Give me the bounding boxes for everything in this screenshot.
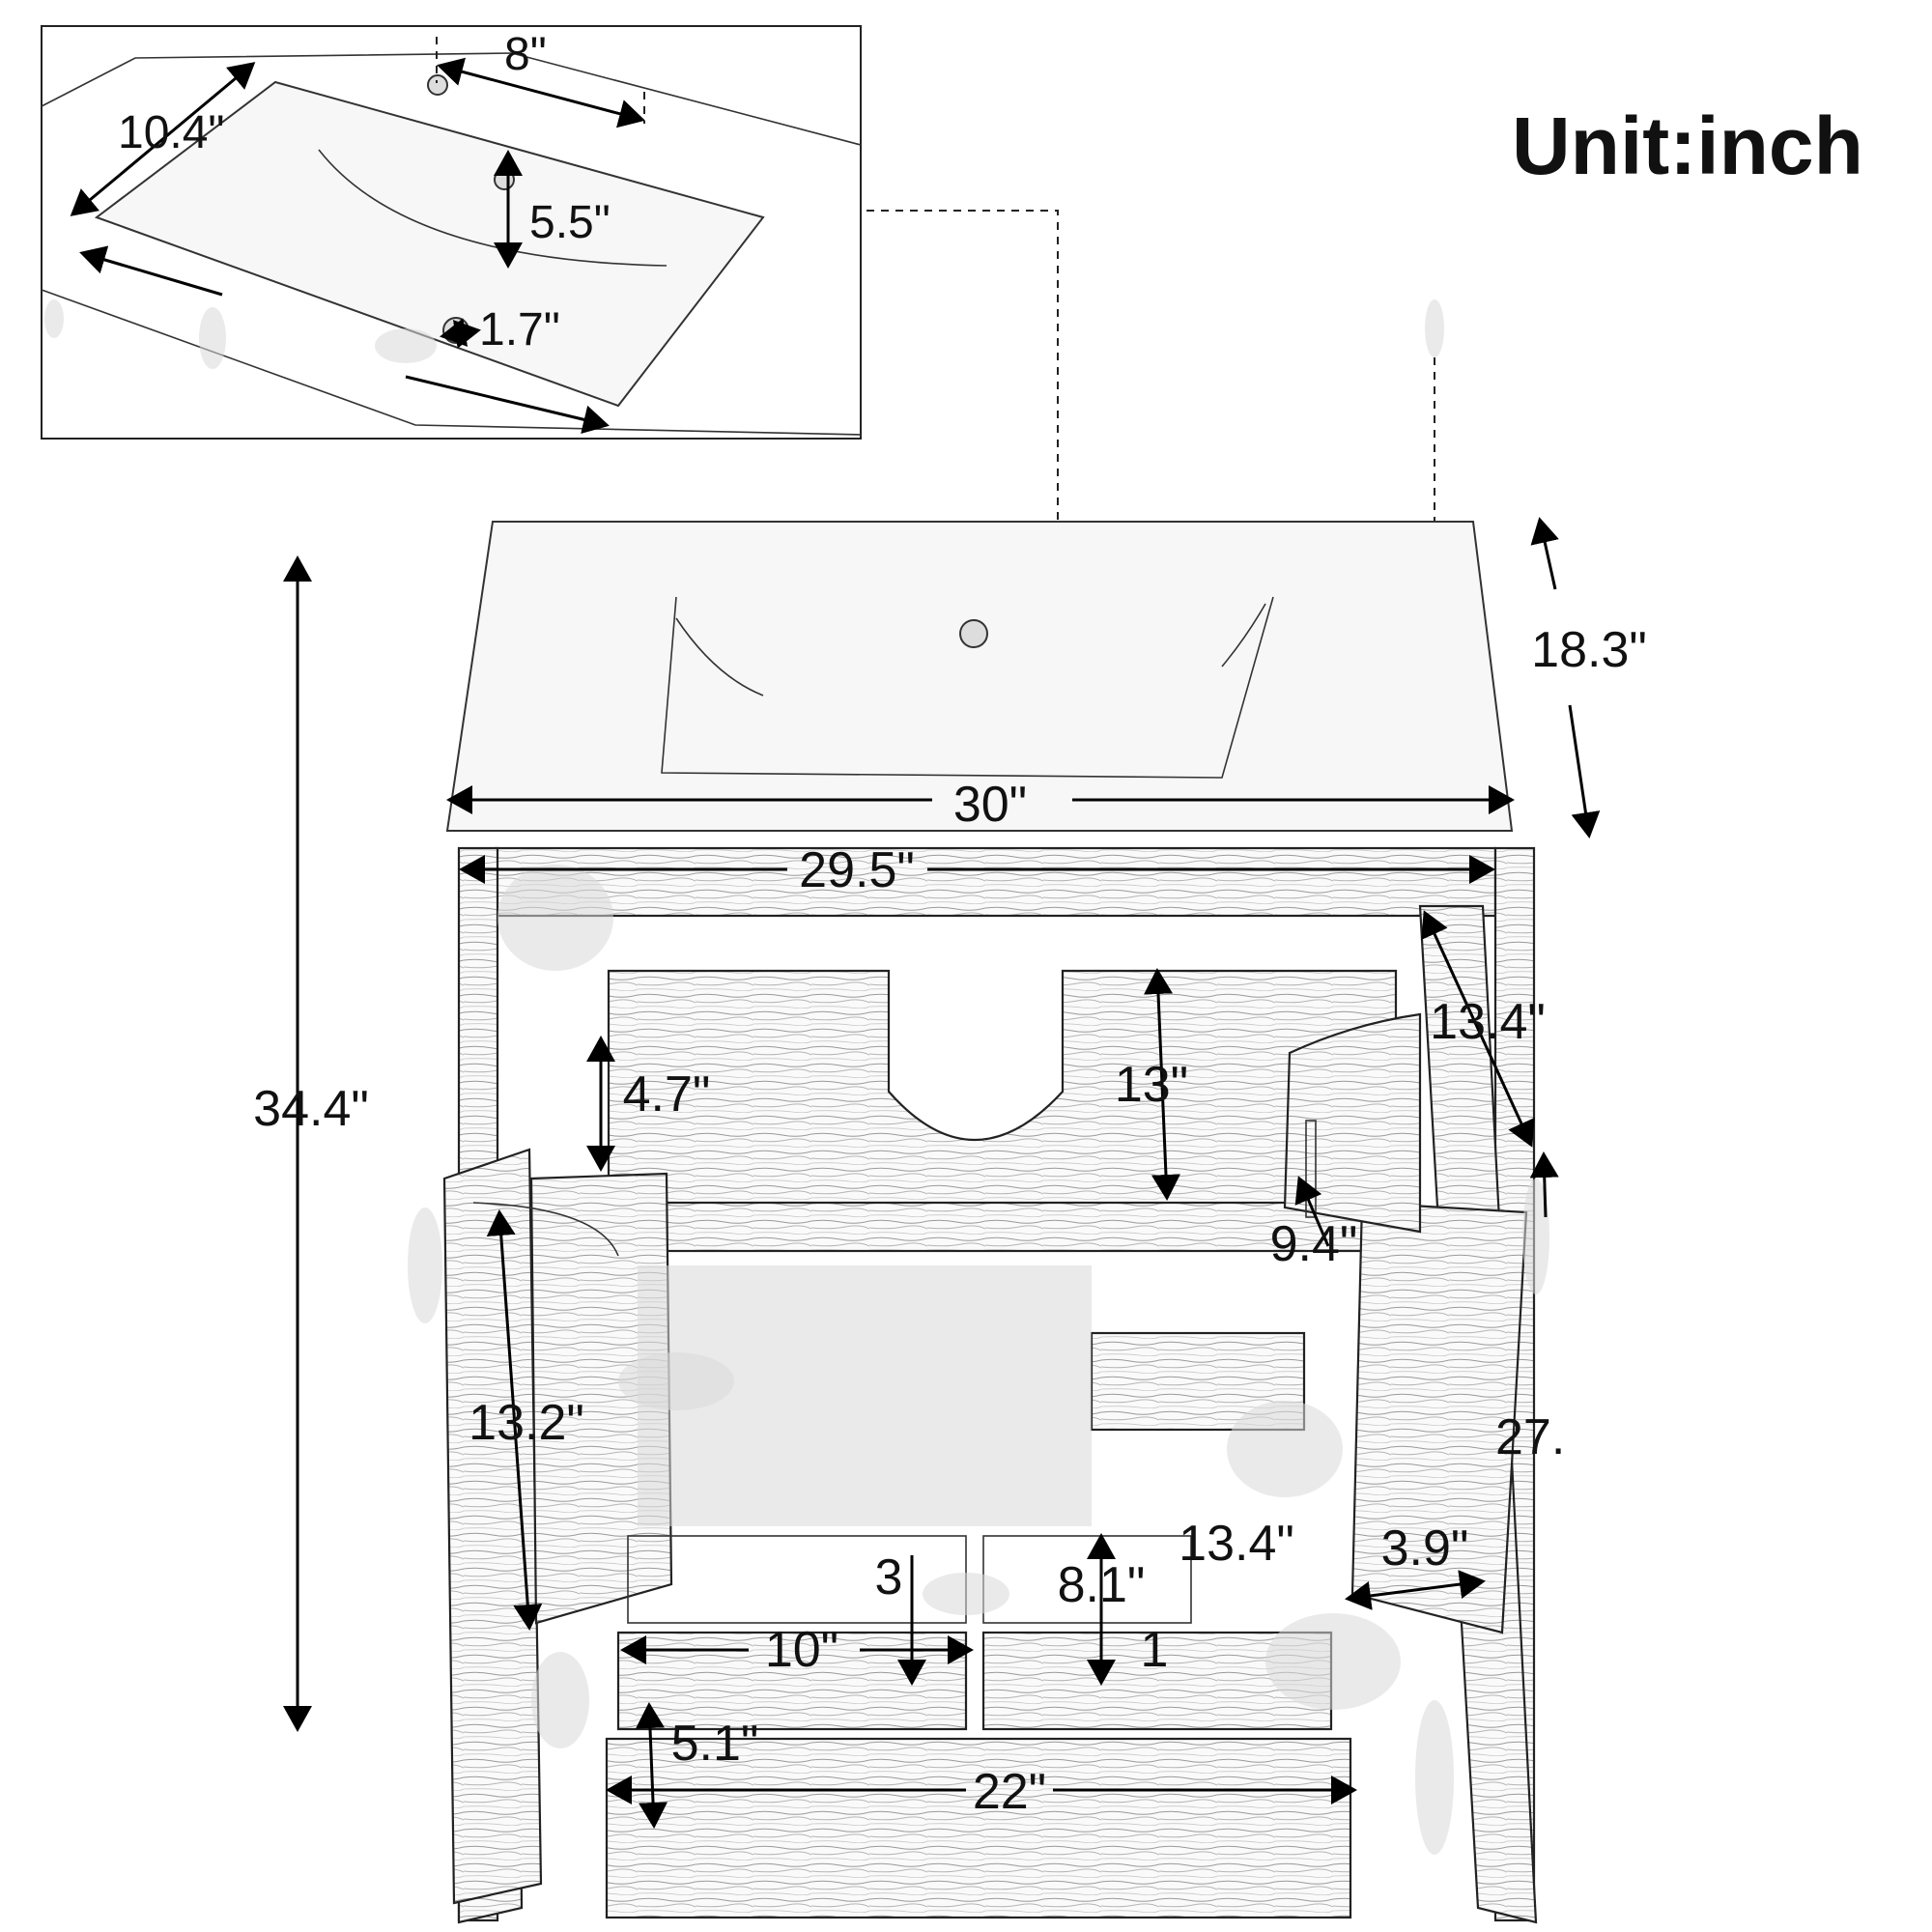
inset-front-line-2 bbox=[405, 375, 610, 434]
dim-27-line bbox=[1529, 1151, 1559, 1218]
vanity-main bbox=[408, 521, 1549, 1924]
inset-overflow-hole bbox=[494, 169, 515, 190]
label-drawer-left-height: 3 bbox=[875, 1549, 903, 1605]
label-drawer-left-width: 10" bbox=[765, 1622, 838, 1678]
dim-13-line bbox=[1144, 968, 1180, 1201]
inset-blur-2 bbox=[375, 328, 437, 363]
dim-18-3-line-top bbox=[1530, 517, 1559, 590]
left-door-panel bbox=[442, 1148, 543, 1905]
inset-basin-curve bbox=[318, 149, 668, 267]
label-inner-shelf: 13.4" bbox=[1179, 1516, 1294, 1572]
cabinet-top-rail bbox=[494, 846, 1497, 918]
blur-center-right bbox=[1227, 1401, 1343, 1497]
label-depth: 18.3" bbox=[1531, 622, 1647, 678]
label-drawer-right-width: 1 bbox=[1141, 1622, 1169, 1678]
blur-drawer bbox=[923, 1573, 1009, 1615]
blur-left-upper bbox=[497, 865, 613, 971]
inset-front-line bbox=[79, 245, 223, 297]
label-door-shelf-depth: 9.4" bbox=[1270, 1216, 1358, 1272]
dimension-labels: 34.4" 18.3" 30" 29.5" 13.4" 13" 4.7" 9.4… bbox=[253, 622, 1647, 1820]
inset-dim-8-line bbox=[437, 57, 645, 128]
right-door-bar bbox=[1305, 1120, 1317, 1218]
blur-left-bottom bbox=[531, 1652, 589, 1748]
back-panel bbox=[607, 969, 1398, 1238]
dim-18-3-line-bot bbox=[1568, 704, 1601, 838]
dim-9-4-line bbox=[1294, 1176, 1330, 1247]
basin-bowl bbox=[661, 596, 1274, 779]
label-cabinet-width: 29.5" bbox=[799, 842, 915, 898]
right-door-panel bbox=[1350, 1201, 1528, 1634]
label-bottom-drawer-width: 22" bbox=[973, 1764, 1046, 1820]
inset-faucet-hole bbox=[427, 74, 448, 96]
label-bottom-drawer-height: 5.1" bbox=[671, 1716, 759, 1772]
blur-top-right bbox=[1425, 299, 1444, 357]
inset-dim-10-4-line bbox=[70, 62, 256, 216]
blur-right-bottom bbox=[1415, 1700, 1454, 1855]
dimension-lines bbox=[283, 517, 1601, 1829]
label-inset-8: 8" bbox=[504, 29, 547, 80]
blur-left-mid bbox=[618, 1352, 734, 1410]
label-height: 34.4" bbox=[253, 1081, 369, 1137]
blur-right-lower bbox=[1265, 1613, 1401, 1710]
label-side-height: 27. bbox=[1495, 1409, 1565, 1465]
label-door-width: 13.4" bbox=[1430, 994, 1546, 1050]
drawer-left-box bbox=[627, 1535, 967, 1624]
left-door-rack-curve bbox=[472, 1202, 619, 1257]
right-door-rack bbox=[1283, 1012, 1422, 1234]
inset-connector bbox=[867, 210, 1059, 638]
label-rack-width: 3.9" bbox=[1381, 1520, 1469, 1577]
basin-slope-left bbox=[675, 617, 764, 696]
inset-blur-1 bbox=[199, 307, 226, 369]
inset-counter-front bbox=[41, 289, 862, 436]
label-door-height: 13.2" bbox=[469, 1395, 584, 1451]
dim-3-9-line bbox=[1345, 1570, 1486, 1610]
dim-13-2-line bbox=[486, 1209, 543, 1631]
basin-slope-right bbox=[1221, 603, 1266, 668]
label-door-shelf-height: 4.7" bbox=[623, 1066, 711, 1122]
label-drawer-right-height: 8.1" bbox=[1058, 1557, 1146, 1613]
label-top-width: 30" bbox=[953, 777, 1027, 833]
unit-label: Unit:inch bbox=[1512, 100, 1863, 191]
right-handle-blur bbox=[1522, 1179, 1549, 1294]
label-inset-10-4: 10.4" bbox=[118, 107, 224, 158]
drawer-bottom bbox=[605, 1737, 1352, 1919]
dim-13-4-door-line bbox=[1421, 910, 1535, 1148]
sink-detail-inset: 8" 10.4" 5.5" 1.7" bbox=[41, 25, 862, 440]
inset-blur-3 bbox=[44, 299, 64, 338]
interior-shelf bbox=[616, 1201, 1398, 1253]
label-inset-5-5: 5.5" bbox=[529, 197, 611, 248]
label-inset-1-7: 1.7" bbox=[479, 304, 560, 355]
label-back-opening: 13" bbox=[1115, 1057, 1188, 1113]
inset-dim-1-7-line bbox=[440, 318, 481, 349]
left-handle-blur bbox=[408, 1208, 442, 1323]
basin-drain bbox=[959, 619, 988, 648]
dim-5-1-line bbox=[635, 1702, 668, 1829]
inset-drain bbox=[442, 317, 469, 344]
